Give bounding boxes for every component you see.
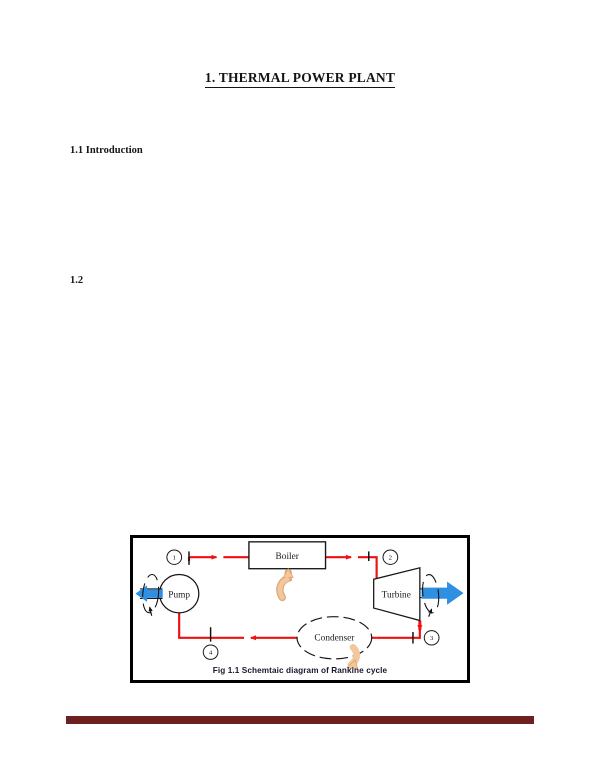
turbine-label: Turbine xyxy=(382,590,411,600)
state-point-3-label: 3 xyxy=(430,635,434,642)
figure-caption: Fig 1.1 Schemtaic diagram of Rankine cyc… xyxy=(212,666,388,675)
section-heading-1-2: 1.2 xyxy=(70,275,84,286)
condenser-label: Condenser xyxy=(314,633,354,643)
state-point-2-label: 2 xyxy=(389,555,393,562)
figure-rankine-cycle: Boiler Turbine Condenser xyxy=(130,535,470,683)
pump-rotation-arrow xyxy=(148,606,153,616)
section-heading-introduction: 1.1 Introduction xyxy=(70,145,143,156)
boiler-label: Boiler xyxy=(276,551,299,561)
state-point-3-circle xyxy=(423,630,440,646)
footer-divider-bar xyxy=(66,716,534,724)
turbine-work-output-arrow xyxy=(421,581,464,605)
pump-work-input-arrow xyxy=(135,585,163,602)
condenser-heat-arrow-head xyxy=(346,659,359,670)
figure-canvas: Boiler Turbine Condenser xyxy=(133,538,467,680)
pipe-4-to-pump xyxy=(178,612,245,639)
boiler-box xyxy=(248,541,327,570)
state-point-4-circle xyxy=(202,644,219,660)
turbine-rotation-arrow xyxy=(428,608,433,617)
page-title-text: 1. THERMAL POWER PLANT xyxy=(204,70,396,88)
rankine-cycle-schematic: Boiler Turbine Condenser xyxy=(135,541,464,670)
pipe-2-to-turbine xyxy=(357,556,378,581)
page-title: 1. THERMAL POWER PLANT xyxy=(0,70,600,88)
pump-label: Pump xyxy=(168,590,190,600)
pump-rotation-loop xyxy=(142,573,160,614)
boiler-heat-arrow-fill xyxy=(277,576,290,600)
state-point-2-circle xyxy=(382,549,399,565)
state-point-4-label: 4 xyxy=(209,650,213,657)
turbine-body xyxy=(373,566,421,622)
turbine-rotation-loop xyxy=(422,574,440,614)
state-point-1-circle xyxy=(166,549,183,565)
state-point-1-label: 1 xyxy=(173,555,176,562)
